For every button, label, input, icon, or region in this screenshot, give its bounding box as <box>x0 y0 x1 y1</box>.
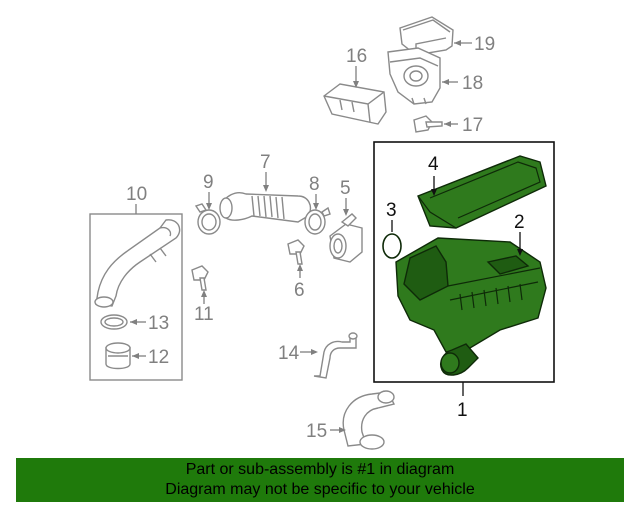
callout-15: 15 <box>306 421 327 442</box>
callout-6: 6 <box>294 280 305 301</box>
callout-11: 11 <box>194 304 214 325</box>
part-4-air-filter-cover[interactable] <box>417 155 547 229</box>
part-13-clamp[interactable] <box>100 314 128 330</box>
callout-9: 9 <box>203 172 214 193</box>
part-12-coupler[interactable] <box>105 342 131 370</box>
callout-17: 17 <box>462 115 483 136</box>
part-14-vent-tube[interactable] <box>313 332 358 379</box>
part-6-bolt[interactable] <box>287 239 305 265</box>
banner-line-1: Part or sub-assembly is #1 in diagram <box>185 461 455 478</box>
part-1-air-cleaner-housing[interactable] <box>395 237 547 376</box>
callout-5: 5 <box>340 178 351 199</box>
callout-4: 4 <box>428 154 439 175</box>
part-2-filter-element[interactable] <box>486 255 530 275</box>
callout-10: 10 <box>126 184 147 205</box>
part-8-clamp[interactable] <box>304 206 331 235</box>
callout-7: 7 <box>260 152 271 173</box>
callout-8: 8 <box>309 174 320 195</box>
assembly-1-frame <box>373 141 555 383</box>
notice-banner: Part or sub-assembly is #1 in diagram Di… <box>16 458 624 502</box>
callout-1: 1 <box>457 400 468 421</box>
part-10-intake-hose[interactable] <box>94 219 181 308</box>
part-7-hose[interactable] <box>219 192 312 223</box>
part-18-resonator[interactable] <box>387 47 441 105</box>
callout-12: 12 <box>148 347 169 368</box>
parts-diagram: 19 18 16 17 10 13 <box>89 16 555 450</box>
part-19-duct-cover[interactable] <box>399 16 454 56</box>
part-9-clamp[interactable] <box>194 203 221 235</box>
part-5-mass-airflow-sensor[interactable] <box>329 213 363 263</box>
part-16-duct[interactable] <box>323 83 387 125</box>
callout-18: 18 <box>462 73 483 94</box>
part-11-bolt[interactable] <box>191 265 209 291</box>
callout-16: 16 <box>346 46 367 67</box>
part-15-outlet-hose[interactable] <box>342 390 396 450</box>
callout-19: 19 <box>474 34 495 55</box>
callout-13: 13 <box>148 313 169 334</box>
callout-3: 3 <box>386 200 397 221</box>
callout-14: 14 <box>278 343 300 364</box>
part-17-bolt[interactable] <box>413 115 443 133</box>
callout-2: 2 <box>514 212 525 233</box>
part-3-o-ring[interactable] <box>382 233 402 259</box>
banner-line-2: Diagram may not be specific to your vehi… <box>165 481 475 498</box>
